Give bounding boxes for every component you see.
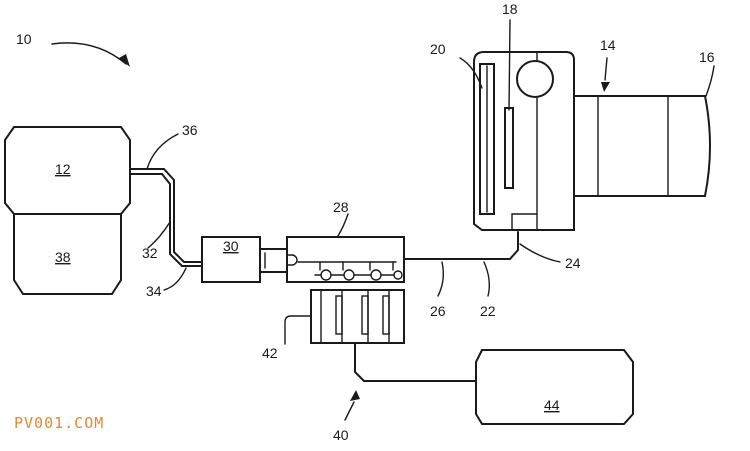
- device-housing: [473, 51, 575, 231]
- conduit-32-inner: [129, 173, 203, 267]
- leader-28: [337, 213, 349, 237]
- ref-14-arrow: [604, 57, 608, 81]
- leader-32: [147, 221, 171, 249]
- leader-34: [163, 267, 187, 291]
- label-26: 26: [430, 303, 446, 319]
- label-28: 28: [333, 199, 349, 215]
- leader-22: [483, 261, 491, 297]
- label-36: 36: [182, 122, 198, 138]
- ref-10-arrowhead: [119, 54, 130, 67]
- bracket-42: [284, 315, 311, 345]
- label-14: 14: [600, 37, 616, 53]
- label-20: 20: [430, 41, 446, 57]
- label-12: 12: [55, 161, 71, 177]
- label-24: 24: [565, 255, 581, 271]
- label-40: 40: [333, 427, 349, 443]
- ref-14-arrowhead: [601, 82, 610, 92]
- label-22: 22: [480, 303, 496, 319]
- manifold-28-inlet: [286, 254, 298, 266]
- strip-18: [504, 107, 514, 189]
- ctrl-bar-3: [382, 295, 390, 335]
- controller-42: [310, 289, 405, 344]
- label-30: 30: [223, 238, 239, 254]
- unit-38: [13, 213, 122, 295]
- ref-10-curve: [51, 42, 127, 65]
- leader-16: [705, 65, 715, 97]
- label-44: 44: [544, 397, 560, 413]
- cable-44: [354, 342, 483, 382]
- ctrl-bar-2: [361, 295, 369, 335]
- component-30: [201, 236, 261, 283]
- leader-24: [519, 243, 561, 263]
- dial: [516, 60, 554, 98]
- ctrl-bar-1: [335, 295, 343, 335]
- label-42: 42: [262, 345, 278, 361]
- label-16: 16: [699, 49, 715, 65]
- ref-40-arrow: [344, 401, 355, 421]
- label-32: 32: [142, 245, 158, 261]
- line-22-26: [403, 231, 519, 260]
- leader-26: [437, 261, 445, 297]
- label-10: 10: [16, 31, 32, 47]
- strap-16: [573, 95, 711, 197]
- unit-44: [475, 349, 634, 425]
- label-38: 38: [55, 249, 71, 265]
- leader-18: [508, 19, 511, 111]
- leader-20: [459, 57, 483, 89]
- label-18: 18: [502, 1, 518, 17]
- ref-40-arrowhead: [350, 390, 360, 401]
- leader-36: [146, 133, 179, 170]
- watermark: PV001.COM: [14, 414, 104, 432]
- conduit-32-outer: [129, 168, 203, 263]
- connector-30: [259, 248, 288, 273]
- label-34: 34: [146, 283, 162, 299]
